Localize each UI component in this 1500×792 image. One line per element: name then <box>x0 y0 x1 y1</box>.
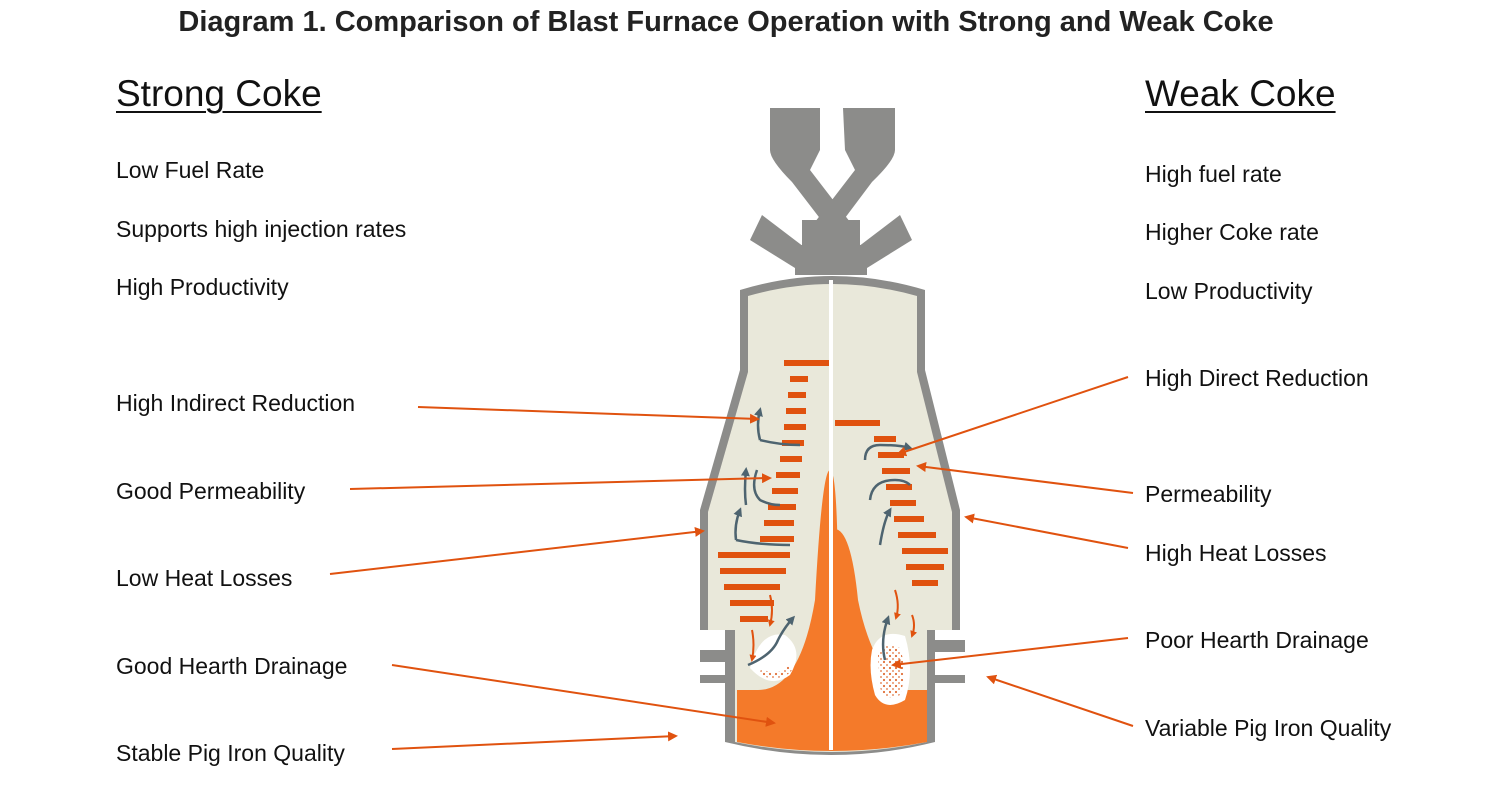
strong-item-low-fuel-rate: Low Fuel Rate <box>116 157 265 183</box>
cohesive-zone-weak <box>835 420 948 586</box>
raceways <box>750 633 910 705</box>
strong-item-indirect-reduction: High Indirect Reduction <box>116 390 356 416</box>
charging-hoppers <box>750 108 912 275</box>
gas-flow-arrows-weak <box>863 441 913 661</box>
strong-coke-heading: Strong Coke <box>116 73 322 114</box>
weak-coke-heading: Weak Coke <box>1145 73 1336 114</box>
diagram-title: Diagram 1. Comparison of Blast Furnace O… <box>178 6 1274 38</box>
drip-arrows <box>749 589 917 662</box>
cohesive-zone-strong <box>718 360 830 622</box>
weak-item-high-heat-losses: High Heat Losses <box>1145 540 1327 566</box>
leader-arrows-strong <box>329 406 776 750</box>
weak-item-direct-reduction: High Direct Reduction <box>1145 365 1369 391</box>
weak-item-higher-coke-rate: Higher Coke rate <box>1145 219 1319 245</box>
strong-item-low-heat-losses: Low Heat Losses <box>116 565 293 591</box>
weak-item-low-productivity: Low Productivity <box>1145 278 1313 304</box>
weak-item-permeability: Permeability <box>1145 481 1272 507</box>
strong-item-high-productivity: High Productivity <box>116 274 289 300</box>
weak-item-variable-pig-iron: Variable Pig Iron Quality <box>1145 715 1392 741</box>
weak-item-poor-hearth-drainage: Poor Hearth Drainage <box>1145 627 1369 653</box>
strong-item-high-injection: Supports high injection rates <box>116 216 407 242</box>
leader-arrows-weak <box>891 376 1134 727</box>
strong-item-stable-pig-iron: Stable Pig Iron Quality <box>116 740 345 766</box>
gas-flow-arrows-strong <box>733 407 801 667</box>
strong-item-good-hearth-drainage: Good Hearth Drainage <box>116 653 348 679</box>
strong-item-good-permeability: Good Permeability <box>116 478 306 504</box>
weak-item-high-fuel-rate: High fuel rate <box>1145 161 1282 187</box>
